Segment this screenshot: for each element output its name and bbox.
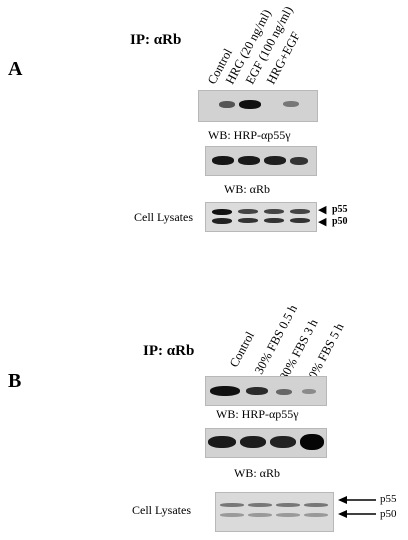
band: [210, 386, 240, 396]
band: [276, 513, 300, 517]
band: [276, 503, 300, 507]
band: [212, 218, 232, 224]
band: [248, 503, 272, 507]
band: [264, 209, 284, 214]
band: [290, 157, 308, 165]
band: [238, 209, 258, 214]
band: [239, 100, 261, 109]
panel-b-marker-p55: p55: [380, 493, 397, 505]
panel-b-marker-p50: p50: [380, 508, 397, 520]
panel-a-letter: A: [8, 58, 23, 80]
band: [220, 513, 244, 517]
band: [246, 387, 268, 395]
band: [240, 436, 266, 448]
band: [290, 218, 310, 223]
band: [283, 101, 299, 107]
panel-b-lysates-label: Cell Lysates: [132, 503, 191, 517]
band: [208, 436, 236, 448]
band: [304, 513, 328, 517]
band: [220, 503, 244, 507]
panel-b-wb2-label: WB: αRb: [234, 466, 280, 480]
panel-b-arrow-p50: [338, 510, 376, 518]
panel-a-lysates-label: Cell Lysates: [134, 210, 193, 224]
panel-b-blot-p55: [205, 376, 327, 406]
band: [212, 209, 232, 215]
band: [304, 503, 328, 507]
band: [264, 156, 286, 165]
band: [219, 101, 235, 108]
band: [238, 218, 258, 223]
band: [290, 209, 310, 214]
panel-a-blot-p55: [198, 90, 318, 122]
panel-a-arrow-p55: ◀: [318, 204, 327, 216]
panel-b-blot-rb: [205, 428, 327, 458]
panel-a-marker-p50: p50: [332, 216, 348, 227]
band: [238, 156, 260, 165]
band: [302, 389, 316, 394]
panel-b-letter: B: [8, 370, 22, 392]
panel-a-wb2-label: WB: αRb: [224, 182, 270, 196]
panel-a-ip-label: IP: αRb: [130, 32, 182, 48]
panel-b-ip-label: IP: αRb: [143, 343, 195, 359]
band: [264, 218, 284, 223]
panel-b-wb1-label: WB: HRP-αp55γ: [216, 407, 299, 421]
panel-a-wb1-label: WB: HRP-αp55γ: [208, 128, 291, 142]
band: [248, 513, 272, 517]
band: [212, 156, 234, 165]
band: [276, 389, 292, 395]
band: [300, 434, 324, 450]
panel-a-blot-rb: [205, 146, 317, 176]
band: [270, 436, 296, 448]
panel-a-arrow-p50: ◀: [318, 216, 327, 228]
panel-a-marker-p55: p55: [332, 204, 348, 215]
panel-b-lane-label-1: Control: [226, 329, 258, 370]
panel-b-blot-lysates: [215, 492, 334, 532]
panel-b-arrow-p55: [338, 496, 376, 504]
panel-a-blot-lysates: [205, 202, 317, 232]
